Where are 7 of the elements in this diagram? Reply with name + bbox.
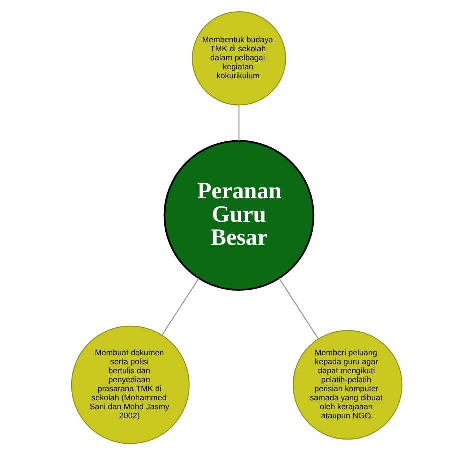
node-circle: Membuat dokumen serta polisi bertulis dan penyediaan prasarana TMK di sekolah (Mohammed Sani dan Mohd Jasmy 2002) bbox=[71, 326, 190, 444]
connector bbox=[162, 278, 200, 336]
connector bbox=[278, 278, 319, 340]
connector bbox=[238, 105, 240, 142]
node-circle: Peranan Guru Besar bbox=[164, 140, 315, 292]
node-circle: Memberi peluang kepada guru agar dapat mengikuti pelatih-pelatih perisian komputer samada yang dibuat oleh kerajaaan ataupun NGO. bbox=[292, 330, 403, 440]
node-circle: Membentuk budaya TMK di sekolah dalam pelbagai kegiatan kokurikulum bbox=[192, 11, 286, 106]
